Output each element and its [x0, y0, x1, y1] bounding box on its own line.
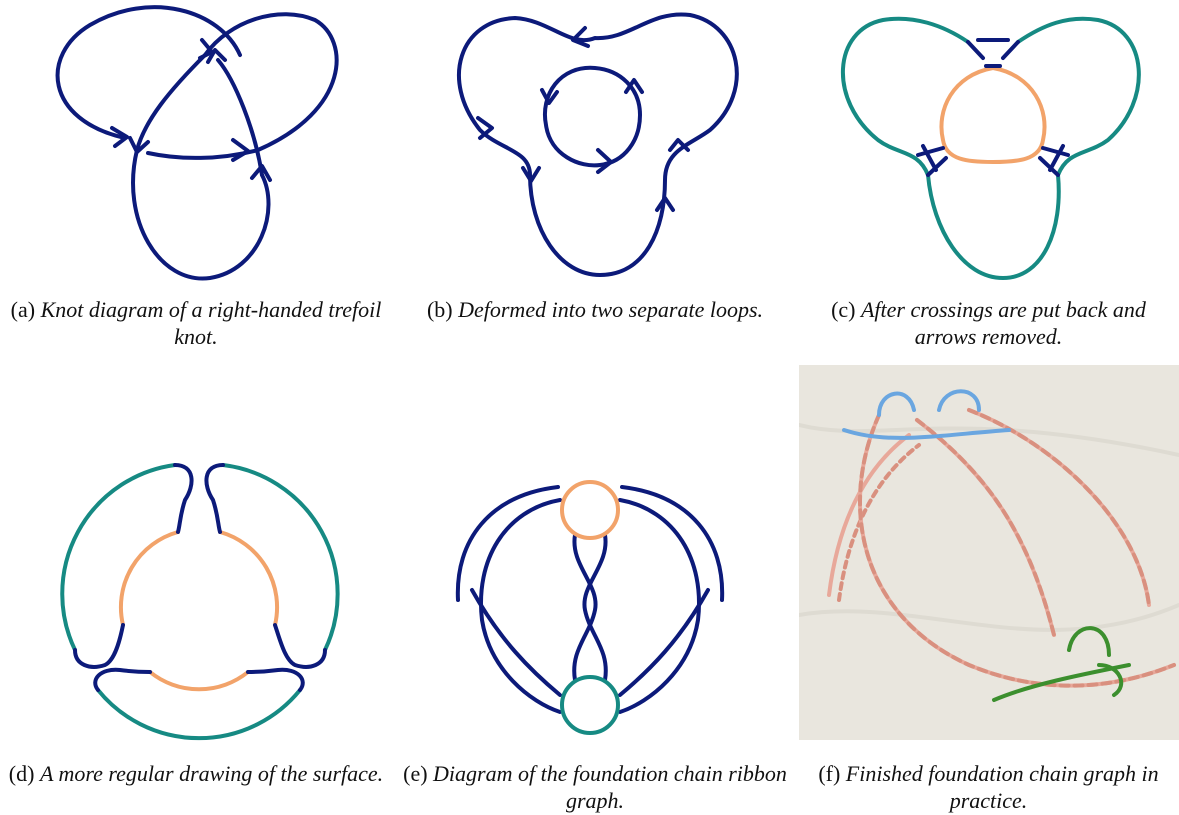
arrow-icon [573, 28, 588, 46]
caption-d: (d) A more regular drawing of the surfac… [0, 760, 392, 787]
ribbon-twist-left [75, 625, 123, 667]
middle-arc [481, 500, 560, 712]
trefoil-knot-drawing [30, 0, 380, 290]
outer-loop [843, 19, 1139, 278]
outer-loop [62, 465, 175, 650]
crossing-right [1040, 146, 1068, 175]
crossing-left [918, 146, 946, 175]
inner-loop [220, 532, 277, 625]
inner-arc [620, 590, 708, 695]
caption-c-label: (c) [831, 297, 855, 322]
panel-f-photo [799, 365, 1179, 740]
arrow-icon [598, 150, 611, 172]
trefoil-left-lobe [58, 7, 240, 138]
caption-f-text: Finished foundation chain graph in pract… [846, 761, 1159, 813]
ribbon-graph-drawing [420, 440, 770, 760]
ribbon-twist-top [175, 465, 192, 532]
caption-a-text: Knot diagram of a right-handed trefoil k… [41, 297, 382, 349]
trefoil-right-lobe [205, 14, 337, 150]
panel-e-ribbon-graph [420, 440, 770, 760]
panel-c-crossings-restored [818, 0, 1168, 290]
outer-loop [459, 14, 737, 275]
inner-arc [472, 590, 560, 695]
vertex-top [562, 482, 618, 538]
caption-f: (f) Finished foundation chain graph in p… [798, 760, 1179, 814]
inner-loop [941, 68, 1044, 162]
caption-e: (e) Diagram of the foundation chain ribb… [400, 760, 790, 814]
inner-loop [121, 532, 178, 625]
ribbon-twist-top [206, 465, 223, 532]
two-loops-drawing [420, 0, 770, 290]
vertex-bottom [562, 677, 618, 733]
trefoil-inner-strand-1 [137, 55, 205, 150]
panel-a-trefoil-diagram [30, 0, 380, 290]
inner-loop [150, 672, 248, 689]
caption-a: (a) Knot diagram of a right-handed trefo… [0, 296, 392, 350]
caption-c: (c) After crossings are put back and arr… [798, 296, 1179, 350]
caption-e-text: Diagram of the foundation chain ribbon g… [433, 761, 787, 813]
caption-f-label: (f) [818, 761, 840, 786]
caption-b-text: Deformed into two separate loops. [458, 297, 763, 322]
ribbon-twist-left [95, 670, 150, 690]
middle-arc [620, 500, 699, 712]
caption-d-text: A more regular drawing of the surface. [40, 761, 383, 786]
crossings-drawing [818, 0, 1168, 290]
caption-a-label: (a) [11, 297, 35, 322]
caption-d-label: (d) [9, 761, 35, 786]
trefoil-bottom-lobe [133, 150, 268, 279]
panel-b-two-loops [420, 0, 770, 290]
panel-d-regular-surface [30, 440, 380, 760]
caption-e-label: (e) [403, 761, 427, 786]
regular-surface-drawing [30, 440, 380, 760]
outer-loop [223, 465, 338, 650]
crossing-top [968, 40, 1018, 66]
foundation-chain-photo [799, 365, 1179, 740]
inner-loop [545, 68, 640, 166]
caption-b-label: (b) [427, 297, 453, 322]
arrow-icon [233, 140, 248, 160]
caption-b: (b) Deformed into two separate loops. [400, 296, 790, 323]
outer-loop [98, 690, 300, 738]
caption-c-text: After crossings are put back and arrows … [861, 297, 1146, 349]
ribbon-twist-right [275, 625, 325, 667]
ribbon-twist-right [248, 670, 303, 690]
